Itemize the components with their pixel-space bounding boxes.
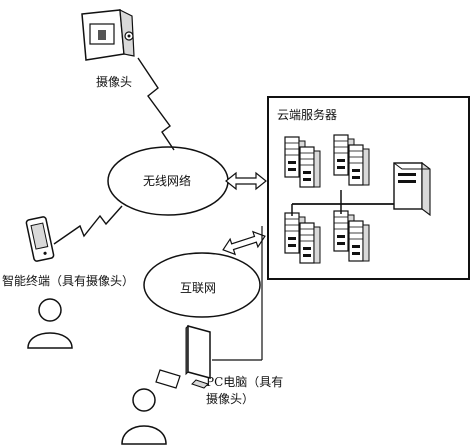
internet-ellipse [143,252,261,318]
person-icon [27,298,73,349]
cloud-server-label: 云端服务器 [277,108,338,122]
mobile-phone-icon [25,216,55,262]
wireless-network-label: 无线网络 [143,174,192,188]
wireless-link-camera [137,57,175,151]
server-cluster [284,134,431,264]
server-tower-icon [299,146,321,188]
wireless-link-mobile [53,205,123,245]
security-camera-icon [81,8,135,61]
server-tower-icon [299,222,321,264]
desktop-computer-icon [155,324,211,389]
cloud-server-box [267,96,470,280]
person-icon [121,388,167,445]
wireless-cloud-arrow [225,171,267,191]
internet-cloud-arrow [222,230,266,256]
server-tower-icon [348,220,370,262]
pc-label-line-2: 摄像头） [206,392,255,406]
internet-label: 互联网 [180,281,217,295]
server-tower-icon [393,161,431,217]
camera-label: 摄像头 [96,75,133,89]
server-tower-icon [348,144,370,186]
smart-terminal-label: 智能终端（具有摄像头） [2,274,135,288]
pc-label-line-1: PC电脑（具有 [206,375,284,389]
